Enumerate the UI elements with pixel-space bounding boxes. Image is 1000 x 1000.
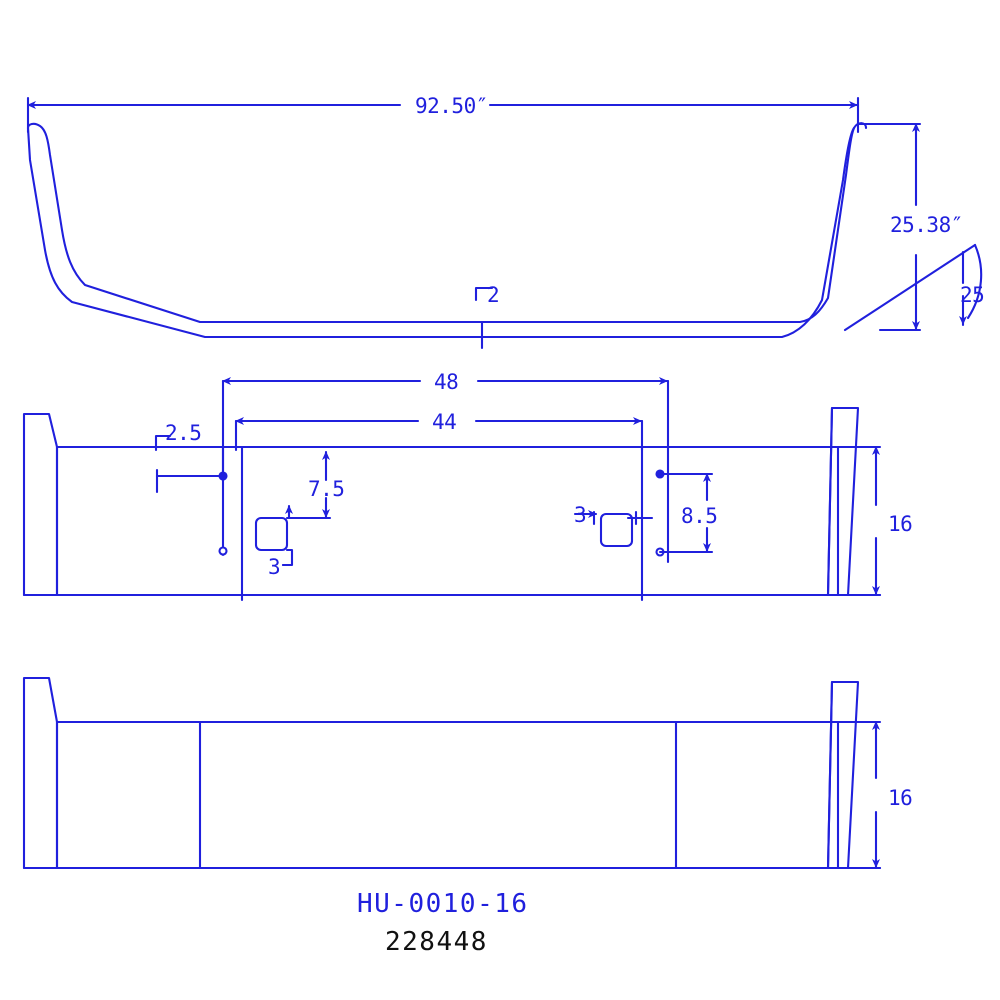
dim-label-7-5: 7.5 xyxy=(308,477,344,501)
dim-hole-top-left-7-5 xyxy=(285,450,332,520)
part-label: HU-0010-16 xyxy=(357,889,529,919)
front-view-outline xyxy=(22,406,882,602)
dim-angle-25 xyxy=(843,243,983,332)
dim-overall-length-92-50 xyxy=(26,96,860,134)
right-square-hole xyxy=(592,510,654,548)
dim-label-25: 25 xyxy=(960,283,984,307)
dim-height-25-38 xyxy=(856,122,922,332)
dim-label-16-bottom: 16 xyxy=(888,786,912,810)
dim-span-48 xyxy=(221,377,670,564)
bottom-view-outline xyxy=(22,676,882,870)
part-number: 228448 xyxy=(385,927,488,957)
dim-label-44: 44 xyxy=(432,410,456,434)
dim-label-25-38: 25.38″ xyxy=(890,213,963,237)
right-hole-axis xyxy=(655,469,714,557)
dim-thickness-2 xyxy=(474,286,494,350)
dim-label-3-left: 3 xyxy=(268,555,280,579)
dim-label-3-right: 3 xyxy=(574,503,586,527)
dim-label-2-5: 2.5 xyxy=(165,421,201,445)
dim-front-height-16 xyxy=(836,445,882,597)
left-square-hole xyxy=(254,516,289,552)
dim-label-2: 2 xyxy=(487,283,499,307)
dim-label-8-5: 8.5 xyxy=(681,504,717,528)
dim-bottom-height-16 xyxy=(836,720,882,870)
top-view-outline xyxy=(26,122,868,339)
left-hole-axis xyxy=(155,445,228,557)
dim-span-44 xyxy=(234,417,644,452)
dim-edge-offset-2-5 xyxy=(154,434,172,452)
dim-label-92-50: 92.50″ xyxy=(415,94,488,118)
dim-label-48: 48 xyxy=(434,370,458,394)
dim-label-16-front: 16 xyxy=(888,512,912,536)
dim-hole-size-left-3 xyxy=(281,548,294,567)
